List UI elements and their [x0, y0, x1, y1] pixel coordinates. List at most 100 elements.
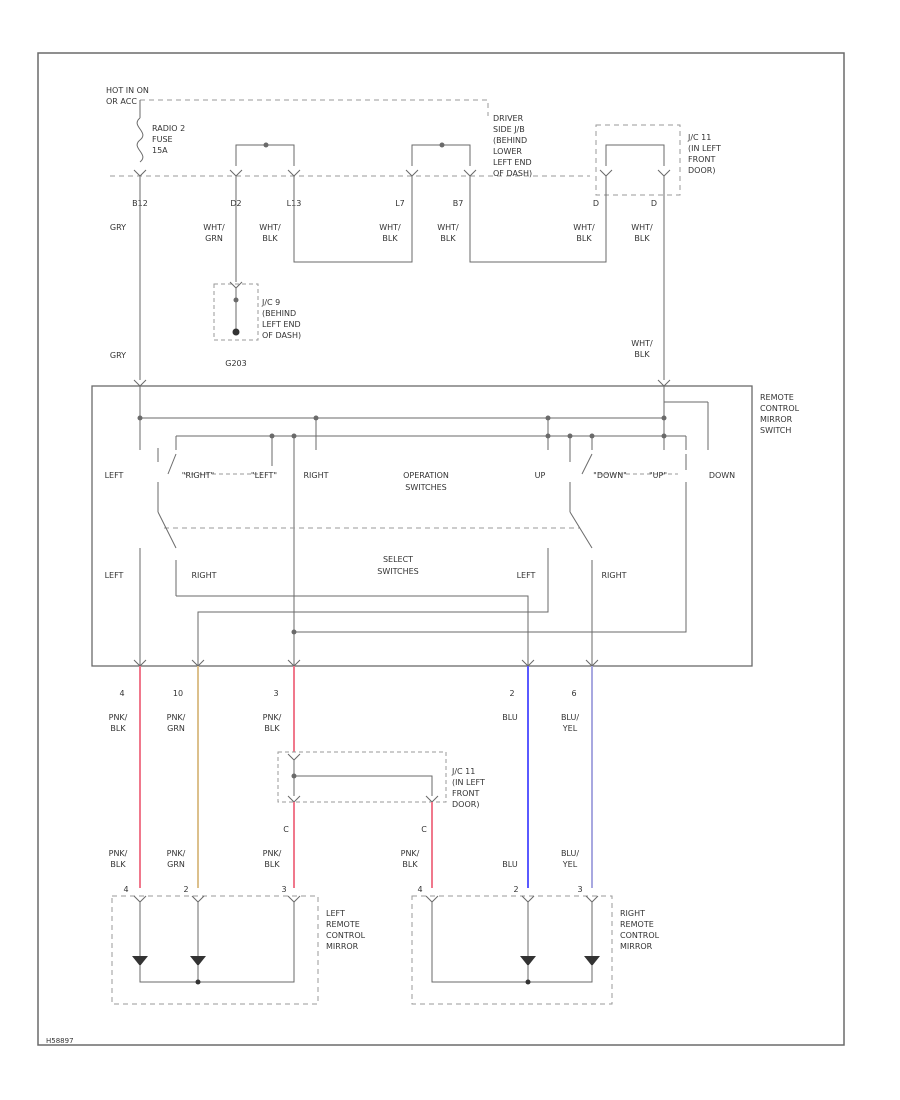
pin-d-2: D	[651, 199, 657, 208]
sel-route-2	[197, 596, 549, 670]
wire-label-d1-2: BLK	[576, 234, 592, 243]
jb-link-1-node	[263, 142, 269, 148]
wire-label-l13-1: WHT/	[259, 223, 281, 232]
out-pin-1: 4	[119, 689, 124, 698]
ground-label: G203	[225, 359, 246, 368]
jc11b-label-2: (IN LEFT	[452, 778, 485, 787]
sel-route-3	[294, 496, 687, 633]
jb-label-1: DRIVER	[493, 114, 524, 123]
jb-label-6: OF DASH)	[493, 169, 532, 178]
rm-motor-2	[584, 956, 600, 966]
jc11-lower-out-l	[287, 795, 301, 803]
lm-common	[139, 902, 295, 983]
lw5-l1: BLU	[502, 860, 518, 869]
switch-in-connector-right	[657, 379, 671, 387]
wire-label-d2b-1: WHT/	[631, 223, 653, 232]
fuse-label-2: FUSE	[152, 135, 173, 144]
wire-label-l7-2: BLK	[382, 234, 398, 243]
rm-connector-1	[425, 895, 439, 903]
select-switch-contacts	[139, 496, 687, 670]
diagram-code: H58897	[46, 1037, 74, 1045]
lw3-l2: BLK	[264, 860, 280, 869]
lm-pin-4: 4	[123, 885, 128, 894]
hot-label: HOT IN ON	[106, 86, 149, 95]
op-down-q-label: "DOWN"	[593, 471, 627, 480]
sel-right2-label: RIGHT	[601, 571, 626, 580]
jb-label-3: (BEHIND	[493, 136, 527, 145]
out-wire-5-l1: BLU/	[561, 713, 579, 722]
out-wire-1-l2: BLK	[110, 724, 126, 733]
rm-connector-2	[521, 895, 535, 903]
node-1	[137, 415, 143, 421]
lw6-l1: BLU/	[561, 849, 579, 858]
lw1-l1: PNK/	[109, 849, 128, 858]
fuse-label-1: RADIO 2	[152, 124, 185, 133]
sel-switches-label-1: SELECT	[383, 555, 413, 564]
right-mirror-box	[411, 895, 613, 1005]
pin-l7: L7	[395, 199, 405, 208]
out-pin-3: 3	[273, 689, 278, 698]
jc9-node	[233, 297, 239, 303]
node-9	[589, 433, 595, 439]
switch-title-3: MIRROR	[760, 415, 793, 424]
lm-label-3: CONTROL	[326, 931, 366, 940]
wire-label-l13-2: BLK	[262, 234, 278, 243]
contact-right-q	[167, 453, 177, 475]
top-connector-3	[287, 169, 301, 177]
wire-label-d1-1: WHT/	[573, 223, 595, 232]
lm-label-4: MIRROR	[326, 942, 359, 951]
lw4-l2: BLK	[402, 860, 418, 869]
sel-right-label: RIGHT	[191, 571, 216, 580]
switch-title-2: CONTROL	[760, 404, 800, 413]
node-5	[269, 433, 275, 439]
lw6-l2: YEL	[562, 860, 578, 869]
wire-label-b7-1: WHT/	[437, 223, 459, 232]
out-wire-3-l1: PNK/	[263, 713, 282, 722]
rm-connector-3	[585, 895, 599, 903]
node-10	[661, 433, 667, 439]
sel-left-label: LEFT	[105, 571, 124, 580]
top-connector-4	[405, 169, 419, 177]
left-mirror-box	[111, 895, 319, 1005]
operation-switch-contacts	[157, 448, 687, 670]
lw3-l1: PNK/	[263, 849, 282, 858]
right-mirror-internals	[425, 895, 599, 983]
out-wire-1-l1: PNK/	[109, 713, 128, 722]
jb-label-5: LEFT END	[493, 158, 532, 167]
top-connector-1	[133, 169, 147, 177]
jb-link-2	[411, 144, 471, 166]
left-mirror-internals	[133, 895, 301, 983]
rm-label-4: MIRROR	[620, 942, 653, 951]
top-connector-6	[599, 169, 613, 177]
lw4-l1: PNK/	[401, 849, 420, 858]
lw2-l1: PNK/	[167, 849, 186, 858]
ground-symbol	[232, 328, 240, 336]
out-wire-3-l2: BLK	[264, 724, 280, 733]
node-2	[313, 415, 319, 421]
top-connector-7	[657, 169, 671, 177]
lm-pin-2: 2	[183, 885, 188, 894]
wire-label-whtblk-2-2: BLK	[634, 350, 650, 359]
rm-pin-3: 3	[577, 885, 582, 894]
lm-connector-1	[133, 895, 147, 903]
wire-label-gry-2: GRY	[110, 351, 126, 360]
switch-nodes	[137, 415, 667, 635]
out-pin-2: 10	[173, 689, 183, 698]
out-wire-5-l2: YEL	[562, 724, 578, 733]
switch-buses	[139, 386, 709, 450]
jc11-label-4: DOOR)	[688, 166, 715, 175]
wire-label-whtblk-2-1: WHT/	[631, 339, 653, 348]
wire-label-b7-2: BLK	[440, 234, 456, 243]
left-mirror-motors	[132, 956, 206, 985]
rm-label-2: REMOTE	[620, 920, 654, 929]
jb-top-dash	[140, 99, 489, 116]
jc9-connector	[229, 281, 243, 289]
op-left-label: LEFT	[105, 471, 124, 480]
lw1-l2: BLK	[110, 860, 126, 869]
node-3	[545, 415, 551, 421]
switch-title-4: SWITCH	[760, 426, 791, 435]
out-wire-2-l1: PNK/	[167, 713, 186, 722]
lm-common-node	[195, 979, 201, 985]
out-wire-2-l2: GRN	[167, 724, 185, 733]
